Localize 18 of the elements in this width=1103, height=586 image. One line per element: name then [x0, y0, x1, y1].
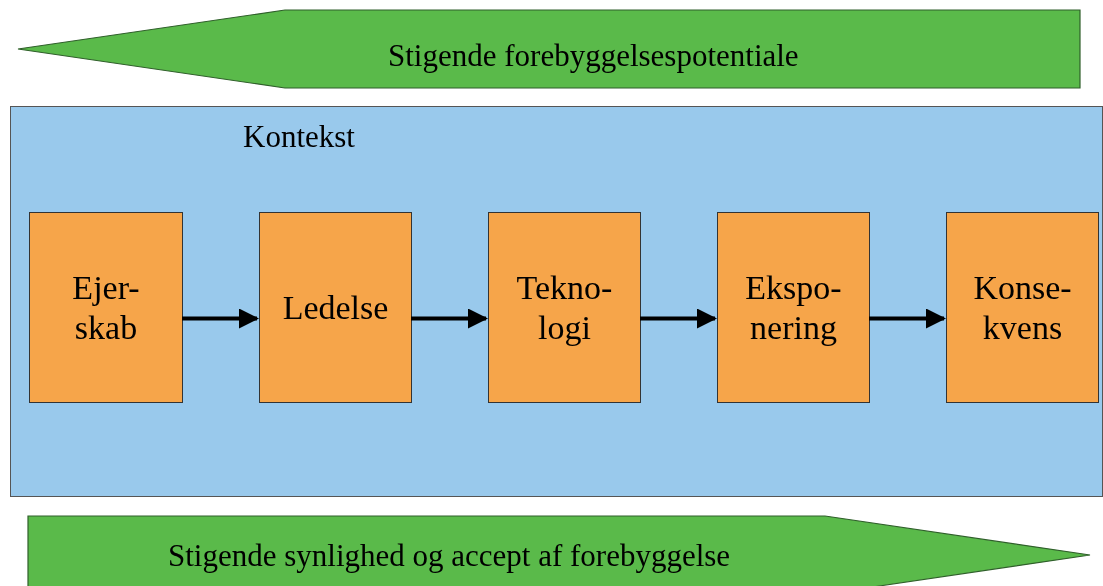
context-panel	[10, 106, 1103, 497]
panel-heading: Kontekst	[243, 119, 355, 155]
process-box	[717, 212, 870, 403]
process-box	[488, 212, 641, 403]
step-label: Ledelse	[282, 287, 389, 328]
step-label: Ejer- skab	[71, 268, 141, 347]
band-label: Stigende synlighed og accept af forebyggelse	[168, 538, 731, 574]
arrow	[640, 308, 717, 329]
step-label: Tekno- logi	[515, 268, 614, 347]
arrow	[411, 308, 488, 329]
step-label: Konse- kvens	[972, 268, 1073, 347]
process-box	[29, 212, 183, 403]
band-label: Stigende forebyggelsespotentiale	[388, 38, 799, 74]
arrow	[182, 308, 259, 329]
process-box	[946, 212, 1099, 403]
step-label: Ekspo- nering	[744, 268, 843, 347]
process-box	[259, 212, 412, 403]
arrow	[869, 308, 946, 329]
